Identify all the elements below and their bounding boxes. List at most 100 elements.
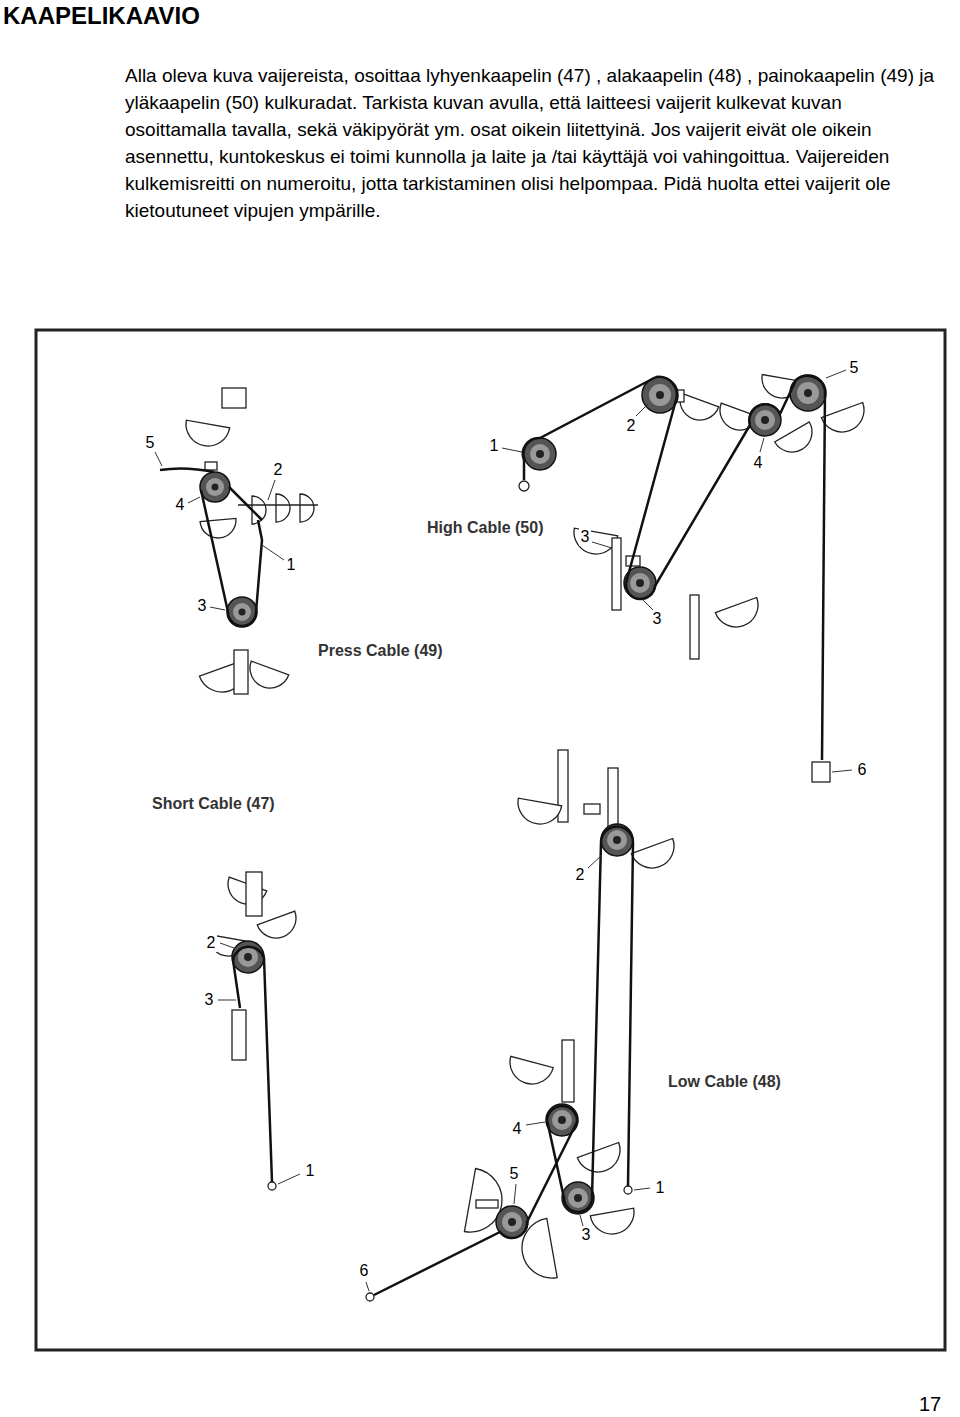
pulley-inner — [502, 1212, 522, 1232]
leader-line — [210, 607, 225, 610]
leader-line — [832, 770, 852, 772]
cable — [229, 487, 262, 520]
pulley-hub — [536, 450, 544, 458]
leader-line — [268, 480, 275, 500]
callout-number: 1 — [285, 556, 298, 574]
pulley-inner — [233, 603, 251, 621]
leader-lines — [155, 452, 284, 610]
leader-line — [188, 497, 200, 503]
end-block — [812, 762, 830, 782]
callout-number: 5 — [144, 434, 157, 452]
page-title: KAAPELIKAAVIO — [3, 2, 200, 30]
leader-line — [592, 542, 612, 548]
cable-end — [366, 1293, 374, 1301]
leader-line — [155, 452, 162, 466]
pulley-inner — [607, 830, 627, 850]
pulley-inner — [530, 444, 550, 464]
leader-line — [526, 1122, 545, 1125]
upright-bar — [612, 538, 621, 610]
plate — [183, 420, 230, 449]
cable-label: Low Cable (48) — [668, 1073, 781, 1091]
plate — [590, 1208, 637, 1237]
pulley-hub — [239, 609, 246, 616]
pulley-inner — [797, 382, 819, 404]
callout-number: 1 — [654, 1179, 667, 1197]
pulley — [227, 597, 257, 627]
callout-number: 5 — [848, 359, 861, 377]
leader-line — [262, 545, 284, 560]
bracket — [234, 650, 248, 694]
callout-number: 6 — [856, 761, 869, 779]
leader-lines — [218, 943, 300, 1184]
pulley-hub — [558, 1116, 566, 1124]
plate — [631, 838, 680, 874]
page-number: 17 — [919, 1393, 941, 1416]
short-cable — [233, 947, 272, 1182]
short-cable-parts — [207, 872, 301, 1190]
plate — [775, 422, 820, 459]
leader-lines — [502, 370, 852, 772]
high-cable-parts — [519, 375, 870, 782]
cable — [256, 520, 262, 612]
leader-line — [218, 1000, 236, 1001]
pulley-outer — [562, 1182, 594, 1214]
leader-line — [643, 600, 653, 610]
leader-line — [514, 1184, 516, 1204]
callout-number: 2 — [574, 866, 587, 884]
leader-line — [588, 855, 602, 868]
pulley-hub — [574, 1194, 582, 1202]
cable-end — [268, 1182, 276, 1190]
callout-number: 2 — [625, 417, 638, 435]
pulley-inner — [630, 573, 650, 593]
callout-number: 3 — [579, 528, 592, 546]
cable — [374, 1106, 577, 1295]
pulley-hub — [613, 836, 621, 844]
cable — [201, 490, 228, 612]
bracket — [476, 1200, 498, 1208]
callout-number: 2 — [272, 461, 285, 479]
callout-number: 4 — [174, 496, 187, 514]
leader-line — [366, 1282, 369, 1291]
bracket — [584, 804, 600, 814]
callout-number: 1 — [304, 1162, 317, 1180]
pulley-hub — [656, 391, 664, 399]
pulley-hub — [804, 389, 812, 397]
callout-number: 1 — [488, 437, 501, 455]
callout-number: 6 — [358, 1262, 371, 1280]
callout-number: 4 — [752, 454, 765, 472]
cable — [592, 827, 633, 1198]
leader-line — [634, 1188, 650, 1190]
pulley-inner — [568, 1188, 588, 1208]
press-cable — [160, 468, 262, 626]
plate — [200, 518, 237, 539]
leader-line — [760, 438, 764, 452]
low-cable — [374, 827, 633, 1295]
plate — [577, 1142, 626, 1178]
callout-number: 4 — [511, 1120, 524, 1138]
pulley — [562, 1182, 594, 1214]
upright-bar — [690, 595, 699, 659]
cable-end — [624, 1186, 632, 1194]
cable — [160, 468, 214, 472]
pulley-outer — [227, 597, 257, 627]
pulley-hub — [212, 484, 219, 491]
cable — [228, 612, 256, 626]
plate — [821, 402, 870, 438]
callout-number: 3 — [651, 610, 664, 628]
cable-label: Short Cable (47) — [152, 795, 275, 813]
cable — [749, 376, 825, 760]
pulley-hub — [508, 1218, 516, 1226]
pulley-outer — [200, 472, 230, 502]
cable-label: High Cable (50) — [427, 519, 543, 537]
bracket — [232, 1010, 246, 1060]
leader-lines — [366, 855, 650, 1291]
plate — [715, 597, 764, 633]
pulley — [200, 472, 230, 502]
hook — [519, 481, 529, 491]
cable — [626, 377, 677, 583]
high-cable — [523, 376, 825, 760]
pulley — [601, 824, 633, 856]
bracket — [205, 462, 217, 470]
cable — [233, 947, 272, 1182]
pulley-hub — [244, 953, 252, 961]
